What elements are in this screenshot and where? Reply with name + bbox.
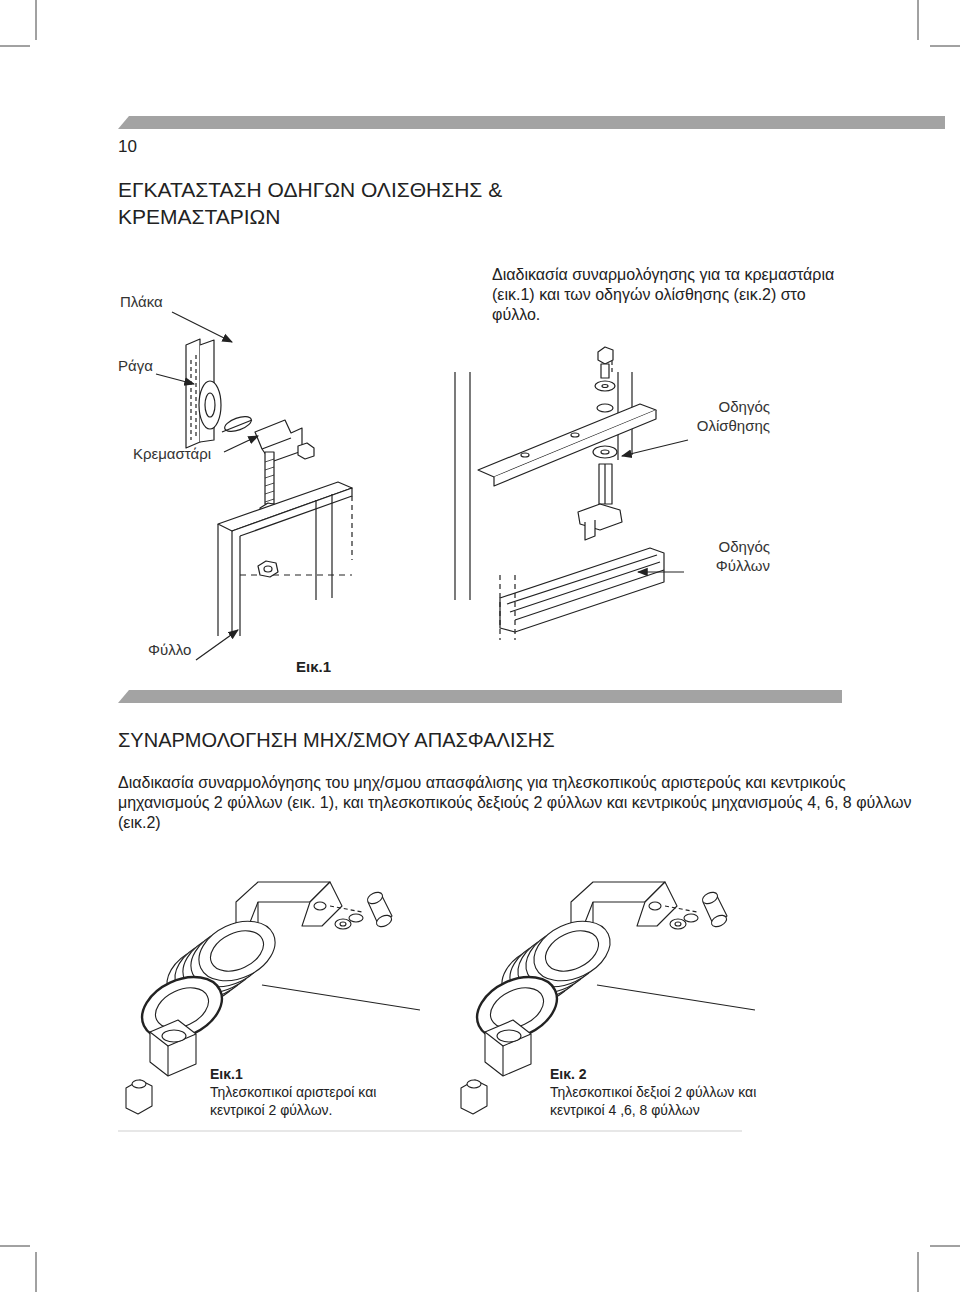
header-bar <box>118 116 945 129</box>
bottom-rule <box>118 1131 742 1132</box>
intro-text: Διαδικασία συναρμολόγησης για τα κρεμαστ… <box>492 265 837 325</box>
page-title: ΕΓΚΑΤΑΣΤΑΣΗ ΟΔΗΓΩΝ ΟΛΙΣΘΗΣΗΣ & ΚΡΕΜΑΣΤΑΡ… <box>118 176 518 231</box>
figure-caption: Τηλεσκοπικοί αριστεροί και κεντρικοί 2 φ… <box>210 1084 420 1119</box>
section-heading: ΣΥΝΑΡΜΟΛΟΓΗΣΗ ΜΗΧ/ΣΜΟΥ ΑΠΑΣΦΑΛΙΣΗΣ <box>118 728 878 753</box>
lock-mechanism-drawing <box>126 882 420 1114</box>
part-label: Οδηγός Φύλλων <box>675 538 770 576</box>
figure-caption: Τηλεσκοπικοί δεξιοί 2 φύλλων και κεντρικ… <box>550 1084 775 1119</box>
body-text: Διαδικασία συναρμολόγησης του μηχ/σμου α… <box>118 773 938 833</box>
part-label: Κρεμαστάρι <box>133 445 233 464</box>
lock-mechanism-drawing <box>461 882 755 1114</box>
figure-number: Εικ.1 <box>210 1066 290 1084</box>
part-label: Φύλλο <box>148 641 208 660</box>
part-label: Πλάκα <box>120 293 180 312</box>
part-label: Ράγα <box>118 357 178 376</box>
part-label: Οδηγός Ολίσθησης <box>660 398 770 436</box>
figure-number: Εικ.1 <box>296 658 356 677</box>
guide-drawing <box>455 347 664 640</box>
section-bar <box>118 690 842 703</box>
leader-lines <box>156 312 688 660</box>
hanger-drawing <box>186 339 352 636</box>
figure-number: Εικ. 2 <box>550 1066 630 1084</box>
page-number: 10 <box>118 136 158 157</box>
